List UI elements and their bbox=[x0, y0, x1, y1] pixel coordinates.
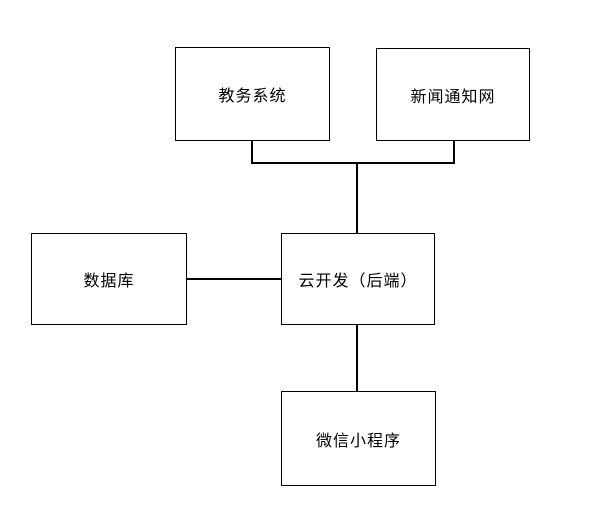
node-academic-system: 教务系统 bbox=[175, 47, 330, 141]
node-wechat-miniapp: 微信小程序 bbox=[281, 391, 436, 486]
node-database-label: 数据库 bbox=[83, 271, 135, 290]
connector-top-bus bbox=[251, 162, 455, 164]
connector-bus-to-cloud bbox=[356, 162, 358, 233]
node-academic-system-label: 教务系统 bbox=[218, 86, 287, 105]
node-news-site: 新闻通知网 bbox=[376, 48, 530, 141]
node-cloud-backend: 云开发（后端） bbox=[281, 233, 435, 325]
node-news-site-label: 新闻通知网 bbox=[410, 86, 496, 106]
node-database: 数据库 bbox=[31, 233, 187, 325]
connector-academic-to-bus bbox=[251, 141, 253, 164]
node-wechat-miniapp-label: 微信小程序 bbox=[315, 430, 401, 450]
connector-cloud-to-miniapp bbox=[356, 325, 358, 391]
connector-database-to-cloud bbox=[187, 278, 281, 280]
node-cloud-backend-label: 云开发（后端） bbox=[298, 271, 418, 290]
connector-news-to-bus bbox=[453, 141, 455, 164]
